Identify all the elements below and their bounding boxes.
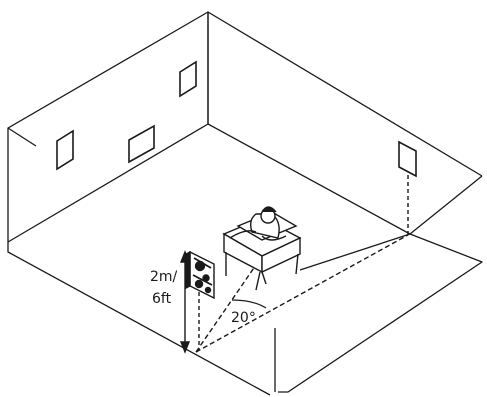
room-outline <box>7 11 483 396</box>
right-floor-edge <box>299 233 411 271</box>
path-to-reflection <box>195 234 409 353</box>
sound-paths <box>195 234 409 353</box>
acoustic-panel-icon <box>398 140 417 178</box>
listener-chair-icon <box>222 206 302 291</box>
height-dimension <box>179 250 191 354</box>
back-wall-top <box>207 11 483 177</box>
left-wall-notch <box>7 127 37 147</box>
acoustic-panel-icon <box>128 124 155 164</box>
acoustic-panel-icon <box>179 60 197 98</box>
right-wall-top <box>409 175 483 235</box>
path-to-listener <box>195 261 259 353</box>
wall-panels <box>56 60 197 171</box>
height-label-line2: 6ft <box>152 291 172 307</box>
front-right-edge <box>278 233 483 393</box>
left-wall <box>7 11 209 243</box>
height-label-line1: 2m/ <box>150 269 178 285</box>
back-floor-edge <box>207 123 411 235</box>
angle-arc <box>231 299 267 309</box>
angle-label: 20° <box>231 310 256 326</box>
acoustic-panel-icon <box>56 129 74 171</box>
speaker-icon <box>185 250 215 300</box>
